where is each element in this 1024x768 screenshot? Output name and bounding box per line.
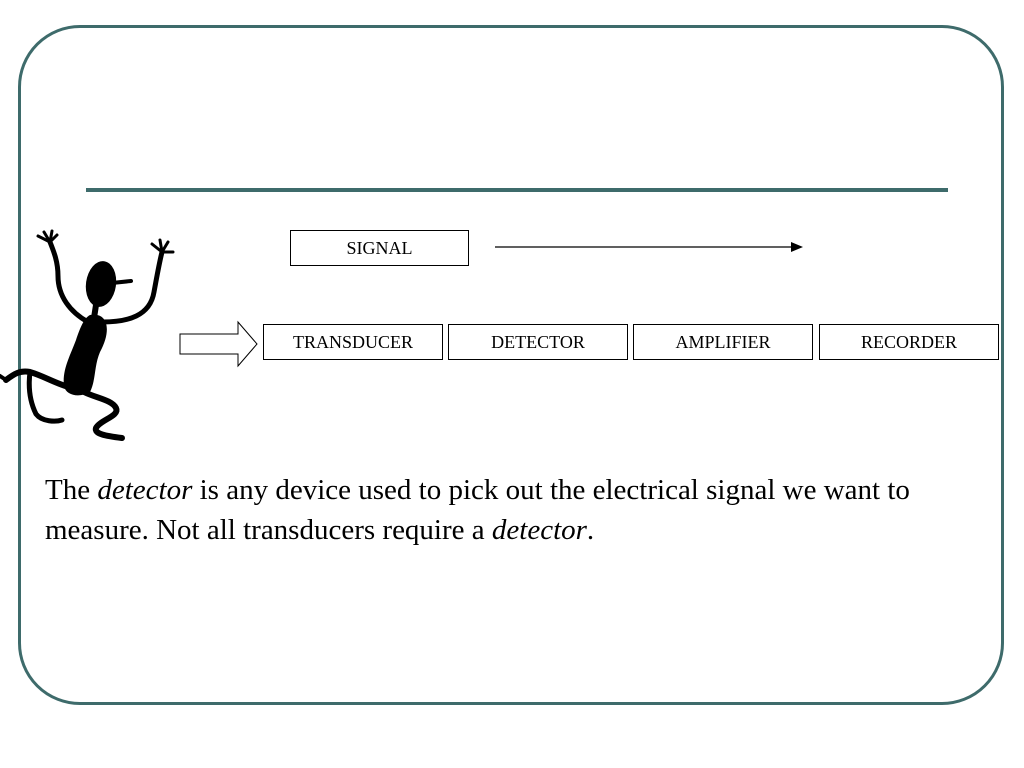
caption-part-3: . (586, 514, 595, 546)
caption-term-detector: detector (97, 474, 193, 506)
signal-label: SIGNAL (346, 238, 413, 258)
stage-transducer-label: TRANSDUCER (292, 332, 413, 352)
stage-recorder-label: RECORDER (860, 332, 957, 352)
stage-detector: DETECTOR (448, 324, 628, 360)
stage-transducer: TRANSDUCER (263, 324, 443, 360)
stage-detector-label: DETECTOR (491, 332, 585, 352)
slide-frame (18, 25, 1004, 705)
caption-part-2: is any device used to pick out the elect… (45, 474, 910, 546)
arrow-right-icon (495, 242, 803, 252)
stage-amplifier: AMPLIFIER (633, 324, 813, 360)
title-rule (86, 188, 948, 192)
stage-recorder: RECORDER (819, 324, 999, 360)
dancing-stick-figure-icon (0, 229, 175, 441)
block-arrow-right-icon (179, 320, 258, 368)
caption-text: The detector is any device used to pick … (45, 470, 985, 550)
caption-term-detector-2: detector (491, 514, 587, 546)
caption-part-1: The (45, 474, 98, 506)
stage-amplifier-label: AMPLIFIER (675, 332, 771, 352)
signal-box: SIGNAL (290, 230, 469, 266)
